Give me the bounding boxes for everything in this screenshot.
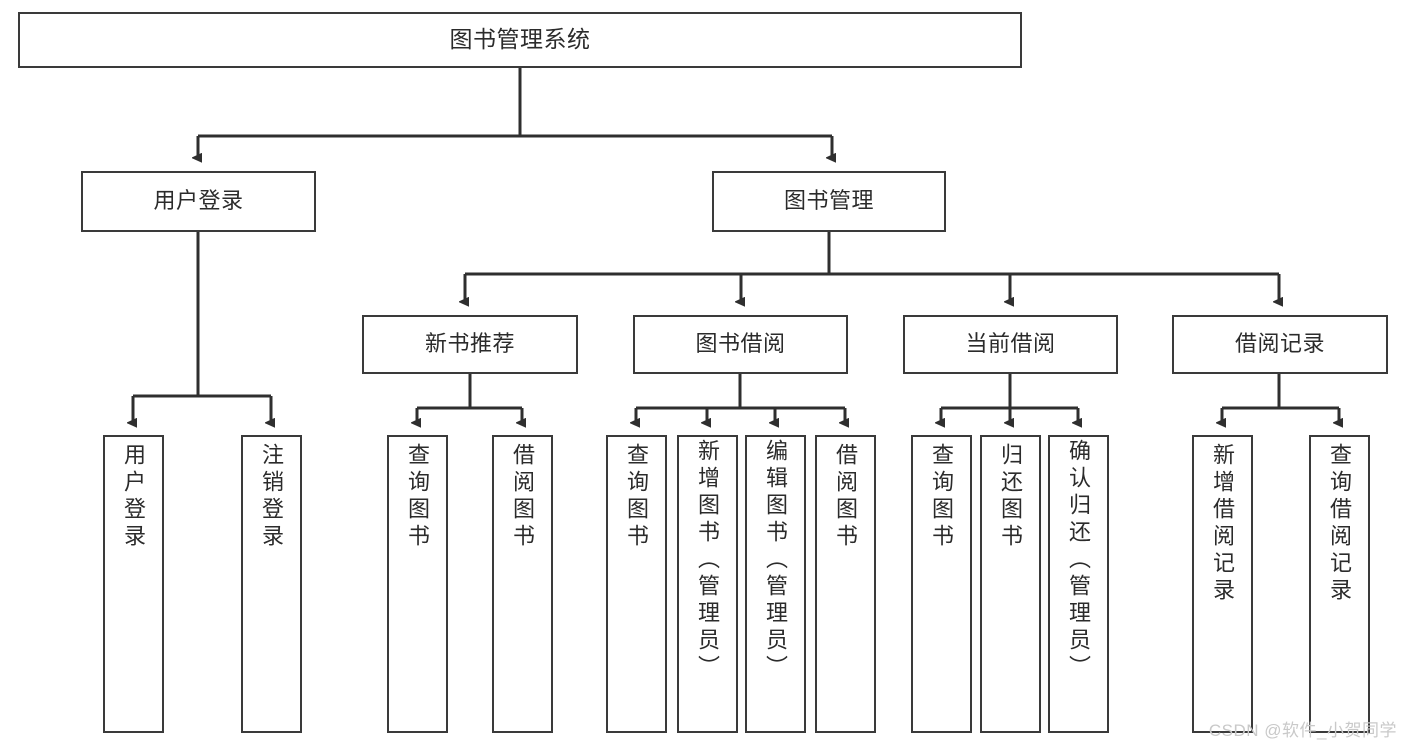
node-label: 图书管理 [783,188,874,214]
node-label: 查询图书 [624,443,650,551]
node-label: 查询借阅记录 [1327,443,1353,605]
leaf-book-borrow-edit-book-admin[interactable]: 编辑图书（管理员） [745,435,806,733]
leaf-current-borrow-query-book[interactable]: 查询图书 [911,435,972,733]
node-label: 新增图书（管理员） [695,439,721,682]
leaf-book-borrow-borrow-book[interactable]: 借阅图书 [815,435,876,733]
node-borrow-record[interactable]: 借阅记录 [1172,315,1388,374]
leaf-current-borrow-confirm-return-admin[interactable]: 确认归还（管理员） [1048,435,1109,733]
node-label: 归还图书 [998,443,1024,551]
node-label: 借阅图书 [833,443,859,551]
node-label: 借阅图书 [510,443,536,551]
leaf-borrow-record-add-record[interactable]: 新增借阅记录 [1192,435,1253,733]
node-label: 查询图书 [405,443,431,551]
node-current-borrow[interactable]: 当前借阅 [903,315,1118,374]
leaf-borrow-record-query-record[interactable]: 查询借阅记录 [1309,435,1370,733]
node-new-book-recommend[interactable]: 新书推荐 [362,315,578,374]
node-label: 用户登录 [153,188,244,214]
node-label: 图书借阅 [695,331,786,357]
leaf-user-login-logout[interactable]: 注销登录 [241,435,302,733]
node-root-library-system[interactable]: 图书管理系统 [18,12,1022,68]
leaf-new-book-query-book[interactable]: 查询图书 [387,435,448,733]
leaf-user-login-do-login[interactable]: 用户登录 [103,435,164,733]
node-label: 查询图书 [929,443,955,551]
node-label: 用户登录 [121,443,147,551]
node-book-management[interactable]: 图书管理 [712,171,946,232]
node-label: 编辑图书（管理员） [763,439,789,682]
node-user-login[interactable]: 用户登录 [81,171,316,232]
leaf-book-borrow-add-book-admin[interactable]: 新增图书（管理员） [677,435,738,733]
leaf-new-book-borrow-book[interactable]: 借阅图书 [492,435,553,733]
node-label: 注销登录 [259,443,285,551]
leaf-book-borrow-query-book[interactable]: 查询图书 [606,435,667,733]
node-label: 确认归还（管理员） [1066,439,1092,682]
node-label: 借阅记录 [1234,331,1325,357]
node-book-borrow[interactable]: 图书借阅 [633,315,848,374]
leaf-current-borrow-return-book[interactable]: 归还图书 [980,435,1041,733]
node-label: 当前借阅 [965,331,1056,357]
node-label: 新增借阅记录 [1210,443,1236,605]
node-label: 新书推荐 [424,331,515,357]
node-label: 图书管理系统 [449,26,591,53]
